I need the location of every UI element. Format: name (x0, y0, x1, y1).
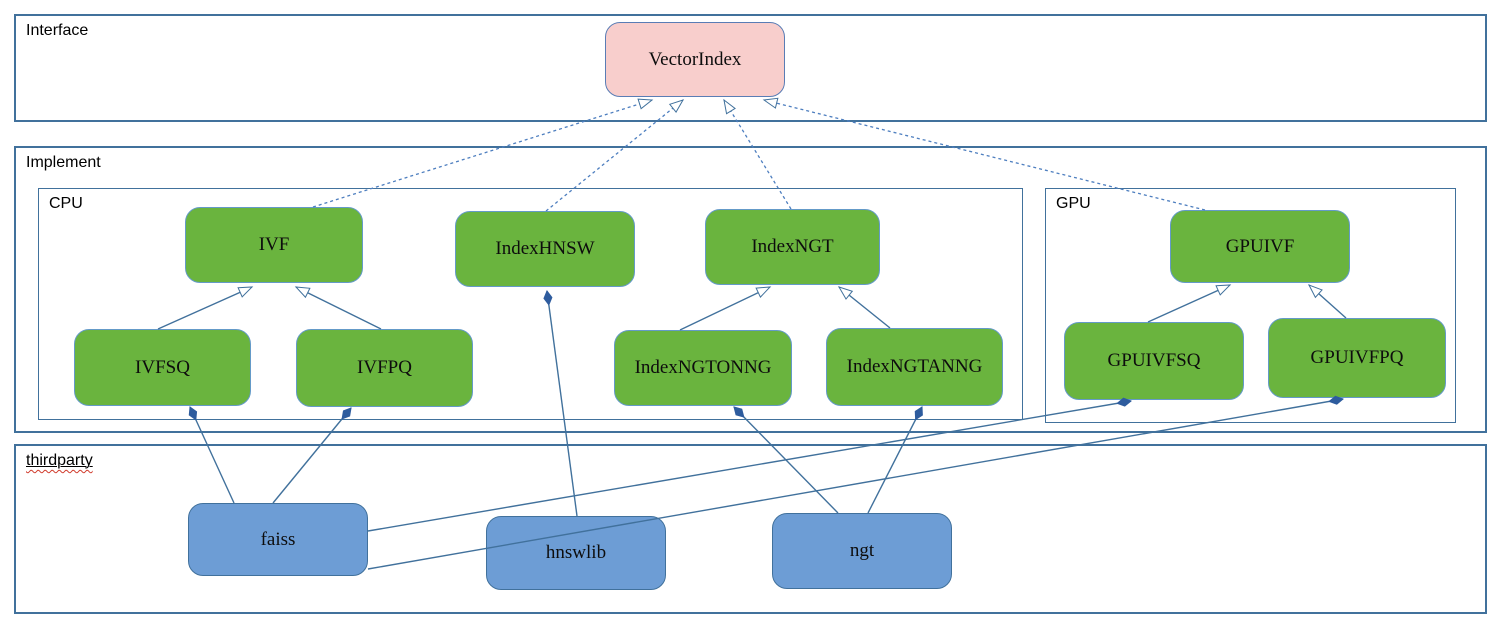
node-gpuivf[interactable]: GPUIVF (1170, 210, 1350, 283)
gpu-container-label: GPU (1056, 195, 1091, 212)
node-indexhnsw-label: IndexHNSW (495, 238, 595, 259)
implement-container-label: Implement (26, 154, 101, 171)
node-hnswlib-label: hnswlib (545, 542, 607, 563)
node-faiss[interactable]: faiss (188, 503, 368, 576)
node-ivfpq-label: IVFPQ (357, 357, 412, 378)
node-indexngt[interactable]: IndexNGT (705, 209, 880, 285)
node-indexngtonng[interactable]: IndexNGTONNG (614, 330, 792, 406)
interface-container-label: Interface (26, 22, 89, 39)
node-indexhnsw[interactable]: IndexHNSW (455, 211, 635, 287)
node-ivf-label: IVF (258, 234, 290, 255)
thirdparty-container-label: thirdparty (26, 452, 93, 470)
node-indexngtonng-label: IndexNGTONNG (634, 357, 772, 378)
node-faiss-label: faiss (260, 528, 296, 550)
node-ngt-label: ngt (849, 540, 875, 561)
node-indexngtanng-label: IndexNGTANNG (846, 356, 983, 377)
node-ngt[interactable]: ngt (772, 513, 952, 589)
node-ivfsq[interactable]: IVFSQ (74, 329, 251, 406)
thirdparty-label-text: thirdparty (26, 452, 93, 469)
node-gpuivfsq-label: GPUIVFSQ (1107, 350, 1201, 371)
node-vectorindex-label: VectorIndex (648, 48, 742, 70)
node-indexngtanng[interactable]: IndexNGTANNG (826, 328, 1003, 406)
node-indexngt-label: IndexNGT (751, 236, 834, 257)
node-ivfsq-label: IVFSQ (135, 356, 190, 378)
node-ivfpq[interactable]: IVFPQ (296, 329, 473, 407)
node-hnswlib[interactable]: hnswlib (486, 516, 666, 590)
node-vectorindex[interactable]: VectorIndex (605, 22, 785, 97)
node-gpuivf-label: GPUIVF (1225, 235, 1295, 257)
node-gpuivfsq[interactable]: GPUIVFSQ (1064, 322, 1244, 400)
node-gpuivfpq-label: GPUIVFPQ (1310, 347, 1404, 368)
node-ivf[interactable]: IVF (185, 207, 363, 283)
node-gpuivfpq[interactable]: GPUIVFPQ (1268, 318, 1446, 398)
cpu-container-label: CPU (49, 195, 83, 212)
